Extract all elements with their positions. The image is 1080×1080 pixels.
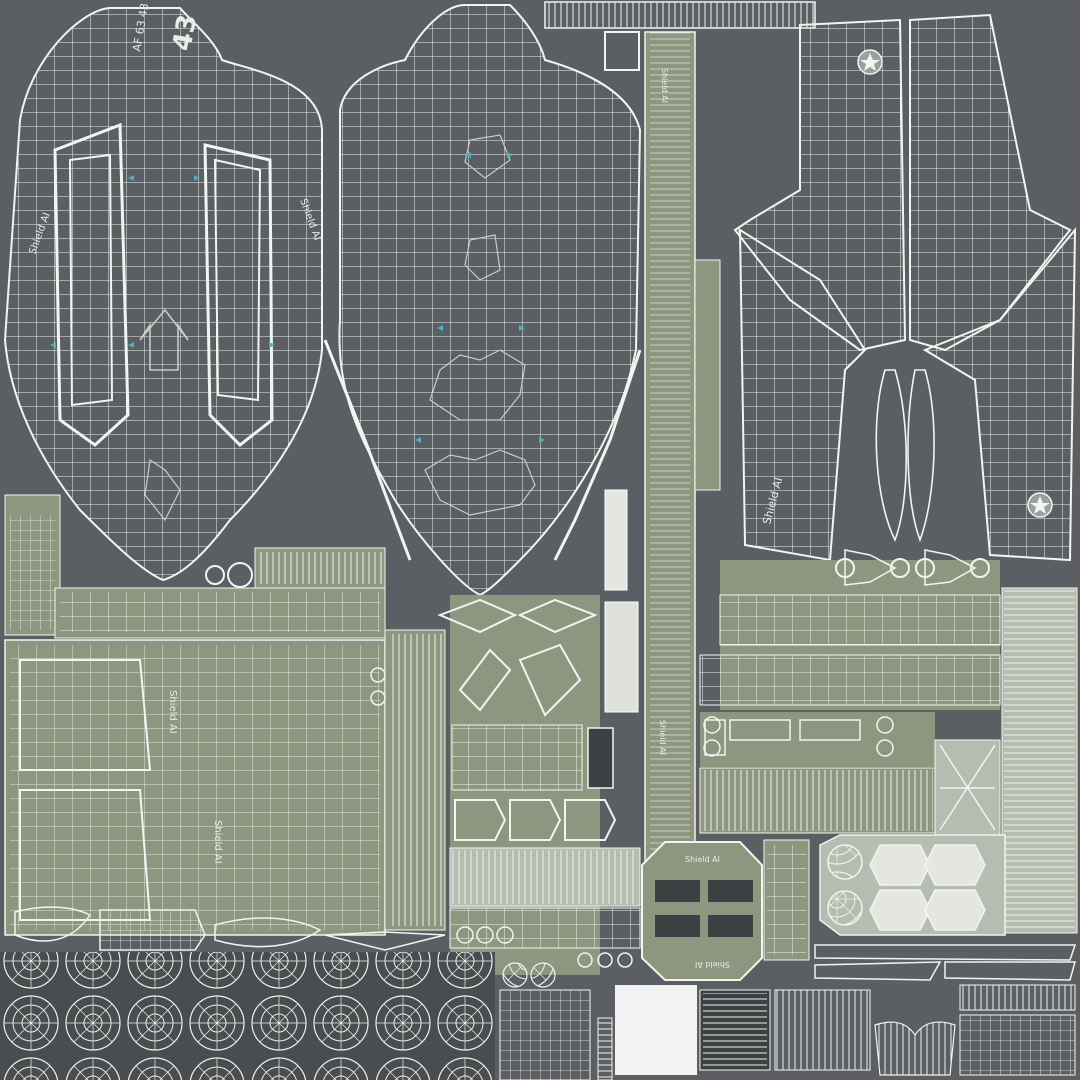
center-detail-parts (437, 489, 641, 975)
bottom-small-parts (0, 906, 556, 1080)
star-roundel-icon (857, 49, 883, 75)
brand-label-spine: Shield AI (660, 68, 669, 103)
spine-strip: Shield AI Shield AI (544, 1, 816, 863)
right-mid-parts (699, 549, 1001, 836)
brand-label-block-bottom: Shield AI (695, 960, 730, 969)
hex-block: Shield AI Shield AI (641, 839, 810, 981)
wing-panels: Shield AI (733, 13, 1077, 562)
right-edge-strips (814, 587, 1078, 981)
star-roundel-icon (1027, 492, 1053, 518)
brand-label-spine-lower: Shield AI (658, 720, 667, 755)
nose-shell-left: 43 AF 63 43 Shield AI Shield AI (3, 2, 323, 582)
bottom-grid-blocks (499, 984, 1076, 1080)
brand-label-fuselage-2: Shield AI (212, 820, 223, 864)
nose-shell-right (323, 4, 642, 597)
fuselage-panels: Shield AI Shield AI (4, 494, 446, 936)
brand-label-fuselage-1: Shield AI (167, 690, 178, 734)
brand-label-block-top: Shield AI (685, 855, 720, 864)
accent-markers (50, 152, 545, 443)
tail-number: 43 (167, 12, 203, 53)
